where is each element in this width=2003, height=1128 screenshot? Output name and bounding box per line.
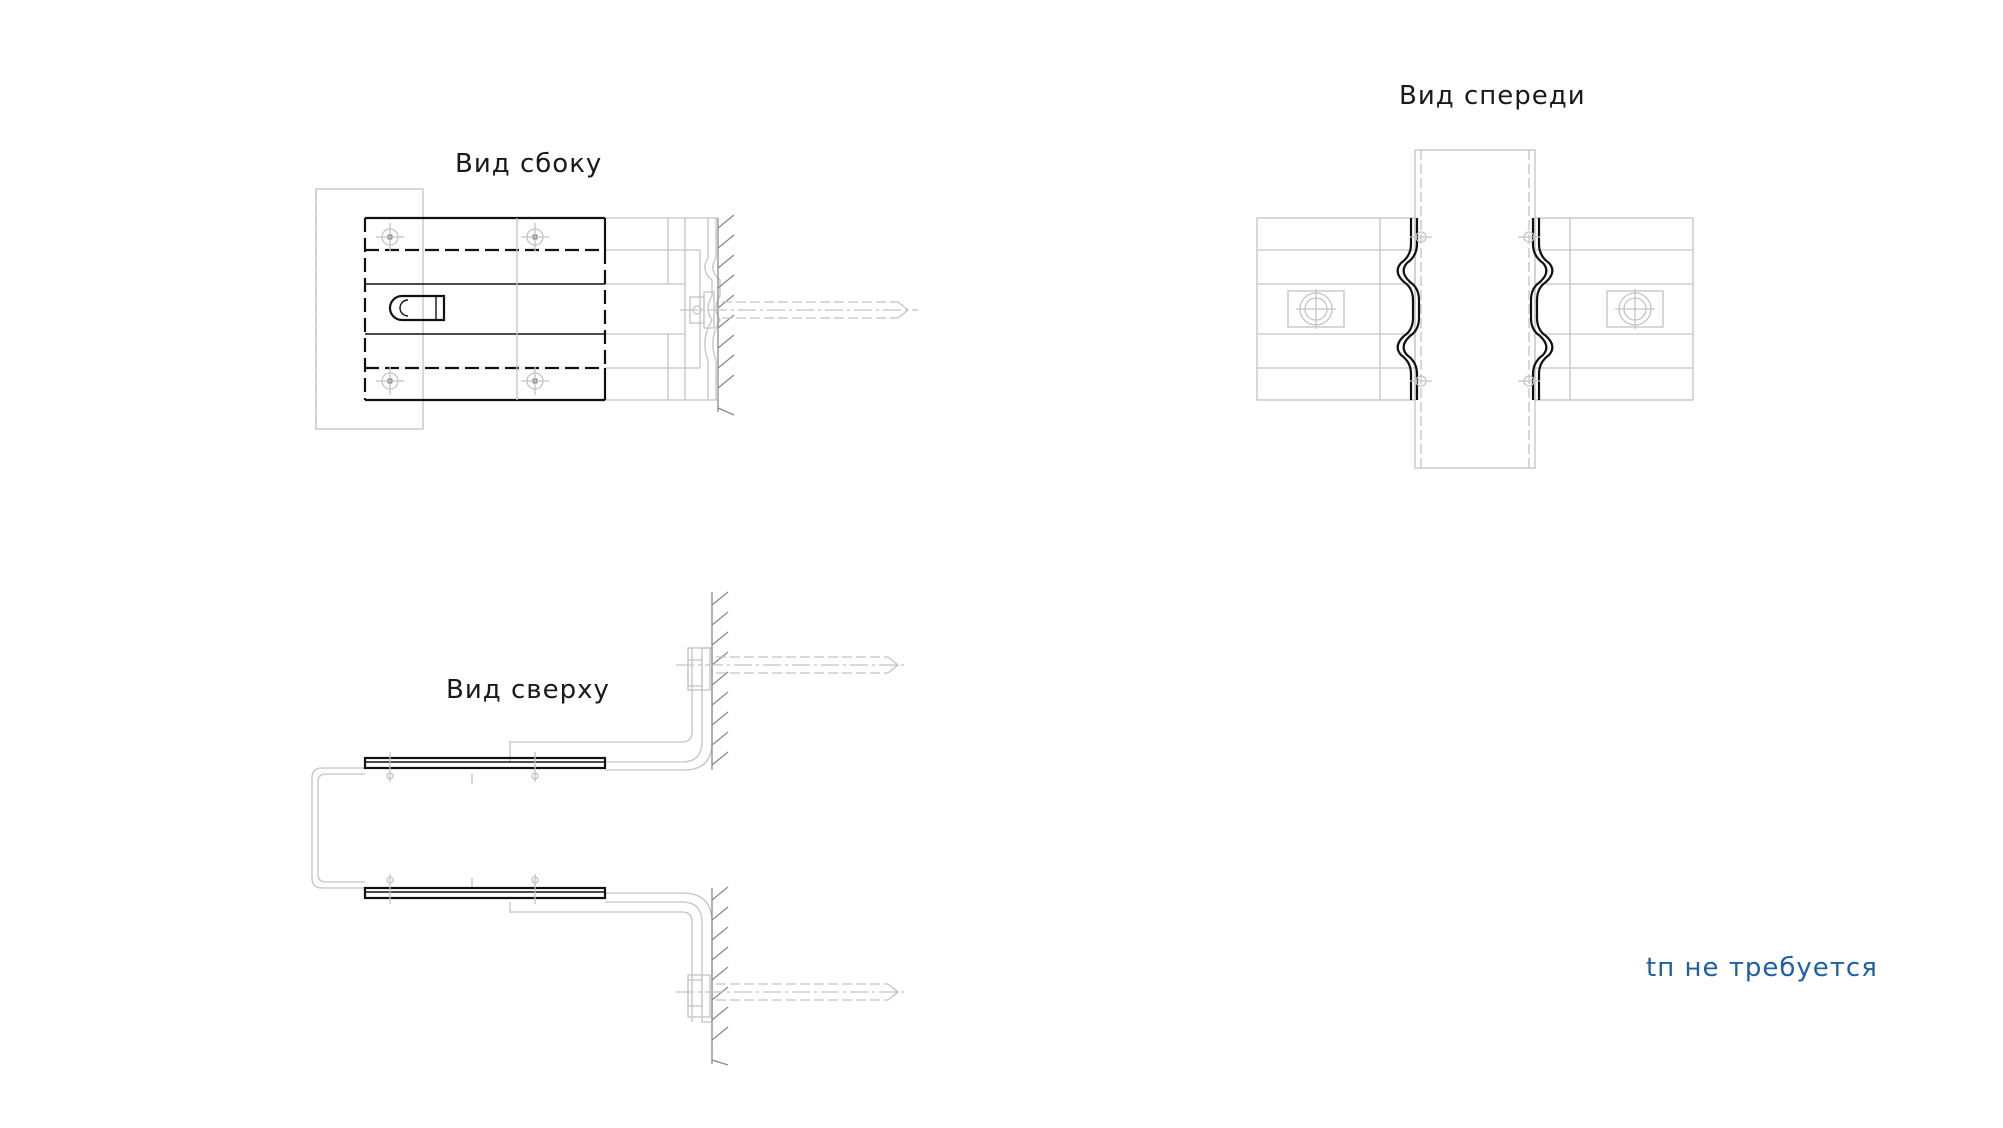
top-view: Вид сверху xyxy=(311,591,908,1066)
rivet-icon xyxy=(521,223,549,251)
rivet-icon xyxy=(376,223,404,251)
front-right-bracket xyxy=(1534,217,1694,401)
front-view: Вид спереди xyxy=(1256,81,1694,469)
side-bracket-body xyxy=(605,217,721,401)
top-u-profile xyxy=(311,767,365,889)
front-rivets xyxy=(1410,231,1540,387)
front-center-beam xyxy=(1414,149,1536,469)
top-upper-arm xyxy=(509,591,908,771)
side-anchor-bolt xyxy=(680,301,918,319)
top-view-title: Вид сверху xyxy=(446,675,610,705)
rivet-icon xyxy=(531,874,539,904)
rivet-icon xyxy=(376,367,404,395)
front-view-title: Вид спереди xyxy=(1399,81,1586,111)
side-back-plate xyxy=(315,188,424,430)
rivet-icon xyxy=(1518,231,1540,243)
rivet-icon xyxy=(386,752,394,782)
side-wall xyxy=(717,214,735,416)
top-lower-arm xyxy=(509,886,908,1066)
rivet-icon xyxy=(1518,375,1540,387)
side-view: Вид сбоку xyxy=(315,149,918,430)
rivet-icon xyxy=(531,752,539,782)
side-bracket-plate xyxy=(363,216,607,402)
rivet-icon xyxy=(386,874,394,904)
rivet-icon xyxy=(1410,231,1432,243)
note-text: tп не требуется xyxy=(1646,953,1878,983)
front-left-bracket xyxy=(1256,217,1416,401)
rivet-icon xyxy=(521,367,549,395)
top-rivets xyxy=(386,752,539,904)
top-plates xyxy=(363,756,607,900)
front-clamp-profiles xyxy=(1396,218,1554,400)
rivet-icon xyxy=(1410,375,1432,387)
side-view-title: Вид сбоку xyxy=(455,149,602,179)
side-rivets xyxy=(376,223,549,395)
